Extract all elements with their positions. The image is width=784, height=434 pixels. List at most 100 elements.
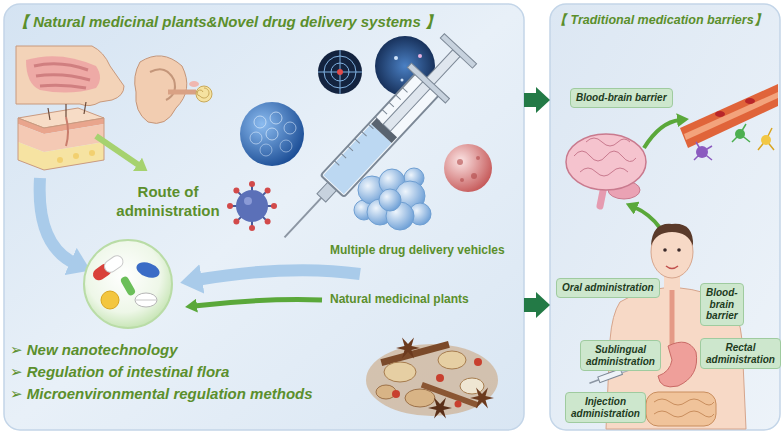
ear-illustration: [196, 86, 212, 102]
label-box: Blood-brain barrier: [570, 88, 673, 108]
label-box: Oral administration: [556, 278, 660, 298]
syringe: [407, 63, 449, 103]
panel-outline: [4, 4, 524, 430]
pill-circle: [135, 293, 157, 307]
nebula-particle: [418, 54, 422, 58]
body-illustration: [654, 411, 714, 417]
nose-illustration: [36, 75, 90, 80]
herb-pile: [474, 358, 482, 366]
flow-arrow: [194, 300, 322, 306]
label-anchor: Multiple drug delivery vehicles: [330, 243, 505, 258]
red-particle: [476, 156, 480, 160]
syringe: [285, 196, 323, 237]
label-anchor: Route of administration: [112, 183, 224, 221]
skin-illustration: [73, 153, 79, 159]
fullerene-particle: [240, 102, 304, 166]
blood-vessel: [680, 84, 778, 160]
body-illustration: [677, 248, 681, 252]
nose-illustration: [40, 85, 86, 88]
fullerene-particle: [250, 132, 262, 144]
blood-vessel: [761, 135, 771, 145]
body-illustration: [658, 342, 697, 387]
brain-illustration: [580, 168, 628, 176]
red-particle: [444, 144, 492, 192]
flow-arrow: [634, 207, 660, 228]
herb-pile: [460, 378, 484, 394]
fullerene-particle: [240, 102, 304, 166]
brain-illustration: [566, 134, 646, 190]
nose-illustration: [26, 56, 100, 92]
brain-illustration: [566, 134, 646, 206]
panel-layer: [4, 4, 780, 430]
herb-pile: [436, 374, 444, 382]
label-box: Injection administration: [565, 392, 646, 423]
label-anchor: ➢ Microenvironmental regulation methods: [10, 385, 313, 404]
herb-pile: [384, 362, 416, 382]
blood-vessel: [684, 92, 778, 140]
virus-particle: [265, 187, 271, 193]
fullerene-particle: [254, 116, 266, 128]
skin-illustration: [18, 102, 104, 170]
body-illustration: [663, 248, 667, 252]
flow-arrow: [644, 120, 680, 148]
herb-pile: [405, 389, 435, 407]
label-box: Blood-brain barrier: [700, 283, 744, 326]
virus-particle: [227, 203, 233, 209]
nose-illustration: [16, 46, 124, 106]
skin-illustration: [66, 117, 68, 146]
blood-vessel: [732, 124, 750, 142]
pill-circle: [134, 259, 161, 280]
pill-circle: [136, 300, 156, 301]
target-particle: [337, 69, 343, 75]
ear-illustration: [150, 69, 175, 100]
red-particle: [471, 173, 477, 179]
particle-cluster: [379, 189, 401, 211]
flow-arrow: [196, 270, 360, 280]
ear-illustration: [135, 56, 212, 124]
blood-vessel: [715, 111, 725, 117]
section-label: Multiple drug delivery vehicles: [330, 243, 505, 258]
virus-particle: [236, 190, 268, 222]
bullet-item: ➢ Regulation of intestinal flora: [10, 363, 229, 382]
syringe: [334, 88, 407, 166]
section-label: Route of administration: [112, 183, 224, 221]
blood-vessel: [758, 128, 774, 150]
panel-outline: [550, 4, 780, 430]
ear-illustration: [189, 81, 199, 87]
body-illustration: [646, 392, 716, 426]
virus-particle: [249, 181, 255, 187]
body-illustration: [654, 399, 714, 405]
virus-particle: [244, 197, 252, 205]
skin-illustration: [44, 142, 104, 170]
skin-illustration: [89, 150, 95, 156]
particle-cluster: [354, 168, 431, 230]
red-particle: [460, 178, 464, 182]
virus-particle: [265, 219, 271, 225]
blood-vessel: [696, 146, 708, 158]
box-label: Injection administration: [571, 396, 640, 419]
pill-circle: [84, 240, 172, 328]
fullerene-particle: [266, 128, 278, 140]
bullet-item: ➢ Microenvironmental regulation methods: [10, 385, 313, 404]
virus-particle: [230, 184, 274, 228]
bullet-item: ➢ New nanotechnology: [10, 341, 178, 360]
brain-illustration: [586, 138, 630, 146]
pill-circle: [102, 253, 125, 274]
fullerene-particle: [280, 140, 292, 152]
herb-pile: [366, 344, 498, 416]
fullerene-particle: [260, 144, 272, 156]
herb-pile: [470, 388, 494, 409]
herb-pile: [428, 398, 452, 419]
herb-pile: [396, 338, 420, 359]
panel-heading: 【 Natural medicinal plants&Novel drug de…: [14, 13, 514, 32]
target-particle: [318, 50, 362, 94]
box-label: Sublingual administration: [586, 344, 655, 367]
herb-pile: [366, 338, 498, 419]
label-anchor: ➢ Regulation of intestinal flora: [10, 363, 229, 382]
virus-particle: [249, 225, 255, 231]
box-label: Blood-brain barrier: [706, 287, 738, 322]
brain-illustration: [574, 151, 636, 162]
skin-illustration: [57, 157, 63, 163]
route-arrow: [40, 178, 76, 264]
fullerene-particle: [270, 112, 282, 124]
